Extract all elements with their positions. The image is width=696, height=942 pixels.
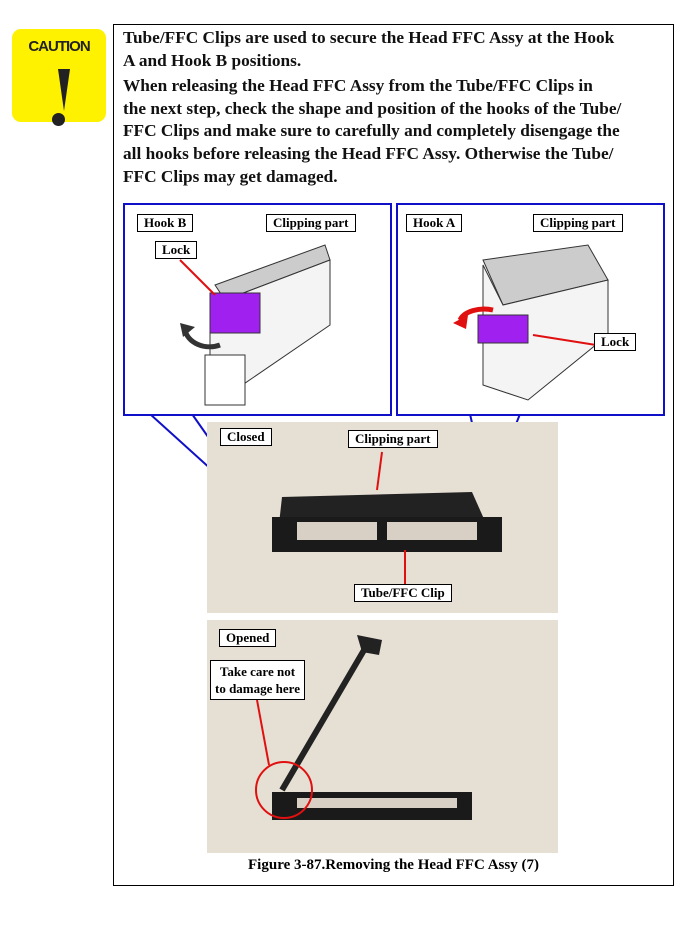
text-line: When releasing the Head FFC Assy from th… [123, 76, 593, 96]
opened-clip-photo: Opened Take care not to damage here [207, 620, 558, 853]
caution-label: CAUTION [28, 38, 90, 55]
lock-label: Lock [155, 241, 198, 259]
clip-label: Tube/FFC Clip [354, 584, 452, 602]
exclamation-dot [52, 113, 65, 126]
warning-line: to damage here [215, 681, 300, 696]
caution-box [113, 24, 674, 886]
warning-label: Take care not to damage here [210, 660, 305, 700]
hook-b-illustration [179, 244, 331, 406]
closed-clip-image [272, 451, 502, 584]
hook-label: Hook B [137, 214, 194, 232]
lock-label: Lock [594, 333, 637, 351]
exclamation-icon [58, 69, 70, 111]
clipping-part-label: Clipping part [266, 214, 356, 232]
caution-text: Tube/FFC Clips are used to secure the He… [123, 27, 673, 188]
warning-line: Take care not [219, 664, 296, 679]
text-line: all hooks before releasing the Head FFC … [123, 143, 614, 163]
hook-a-diagram: Hook A Clipping part Lock [396, 203, 665, 416]
text-line: Tube/FFC Clips are used to secure the He… [123, 28, 615, 47]
state-label: Opened [219, 629, 277, 647]
opened-clip-image [255, 635, 472, 820]
closed-clip-photo: Closed Clipping part Tube/FFC Clip [207, 422, 558, 613]
state-label: Closed [220, 428, 272, 446]
text-line: the next step, check the shape and posit… [123, 98, 622, 118]
clipping-part-label: Clipping part [533, 214, 623, 232]
paragraph-2: When releasing the Head FFC Assy from th… [123, 75, 673, 188]
text-line: FFC Clips and make sure to carefully and… [123, 121, 620, 141]
hook-label: Hook A [406, 214, 463, 232]
caution-icon: CAUTION [12, 29, 106, 126]
clipping-part-label: Clipping part [348, 430, 438, 448]
text-line: FFC Clips may get damaged. [123, 166, 338, 186]
figure-caption: Figure 3-87.Removing the Head FFC Assy (… [248, 857, 539, 873]
text-line: A and Hook B positions. [123, 50, 302, 70]
paragraph-1: Tube/FFC Clips are used to secure the He… [123, 27, 673, 72]
hook-b-diagram: Hook B Clipping part Lock [123, 203, 392, 416]
hook-a-illustration [453, 244, 609, 401]
